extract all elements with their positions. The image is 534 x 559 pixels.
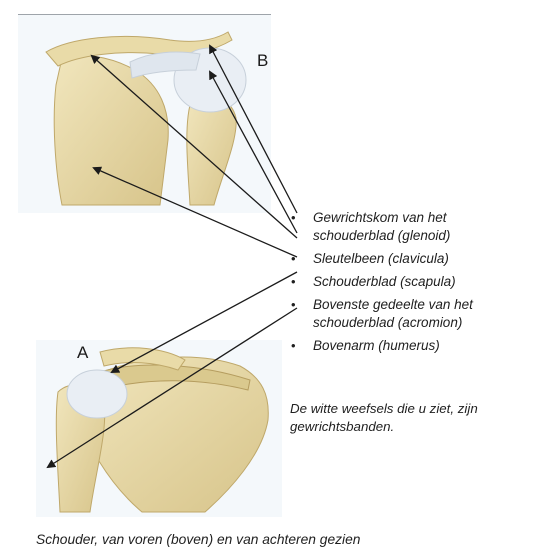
bullet-icon: •: [291, 337, 296, 355]
bullet-icon: •: [291, 209, 296, 227]
legend-item-acromion: •Bovenste gedeelte van het schouderblad …: [288, 296, 528, 332]
label-view-b: B: [257, 51, 268, 71]
ligament-note: De witte weefsels die u ziet, zijn gewri…: [290, 400, 520, 436]
legend-item-scapula: •Schouderblad (scapula): [288, 273, 528, 291]
bullet-icon: •: [291, 296, 296, 314]
legend-list: •Gewrichtskom van het schouderblad (glen…: [288, 209, 528, 360]
legend-item-clavicle: •Sleutelbeen (clavicula): [288, 250, 528, 268]
legend-item-humerus: •Bovenarm (humerus): [288, 337, 528, 355]
arrow-acromion-bottom: [112, 272, 297, 372]
figure-caption: Schouder, van voren (boven) en van achte…: [36, 532, 360, 547]
label-view-a: A: [77, 343, 88, 363]
back-view-bones: [56, 348, 268, 512]
bullet-icon: •: [291, 273, 296, 291]
legend-item-glenoid: •Gewrichtskom van het schouderblad (glen…: [288, 209, 528, 245]
bullet-icon: •: [291, 250, 296, 268]
glenoid-back-ligament: [67, 370, 127, 418]
scapula-front-shape: [54, 55, 168, 205]
